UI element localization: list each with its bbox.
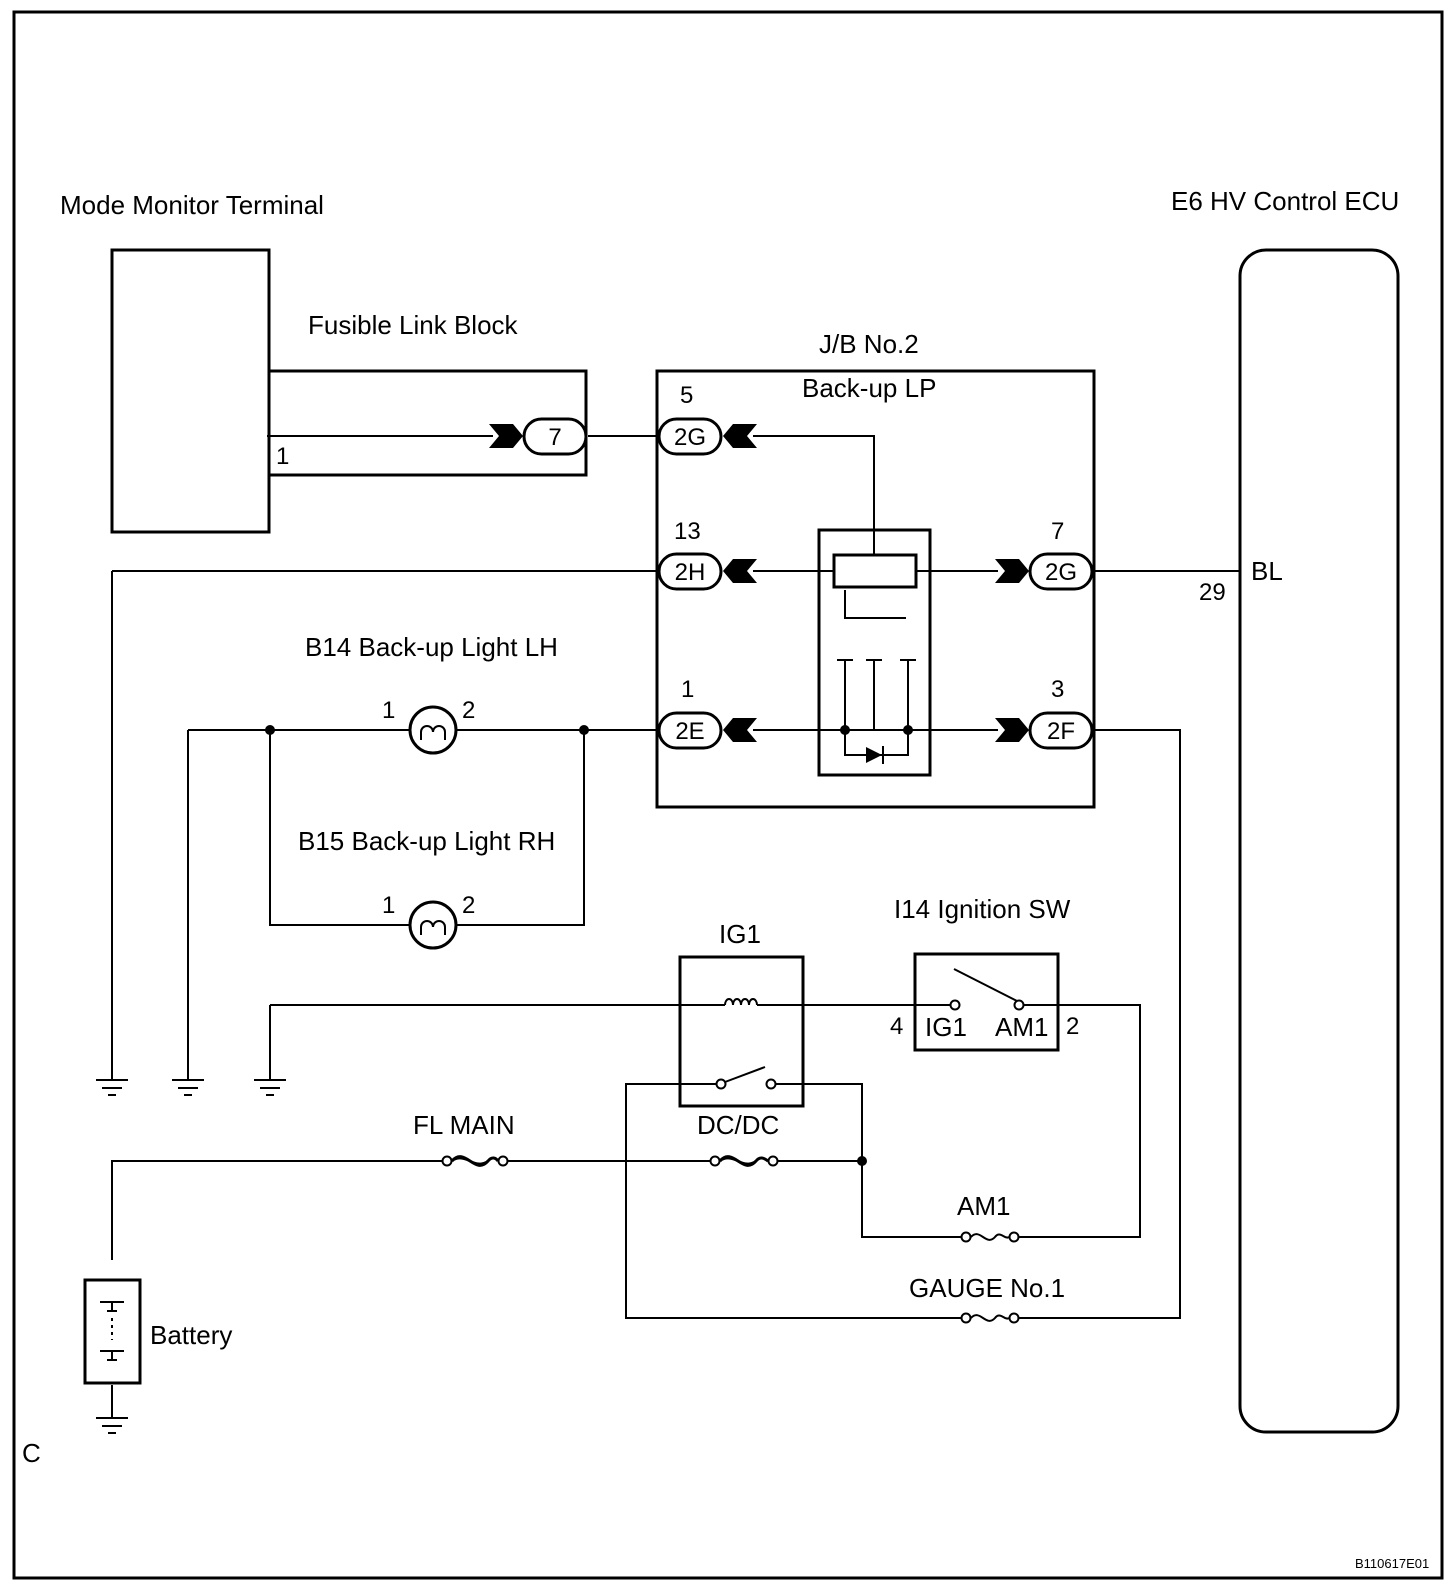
outer-frame xyxy=(12,10,1444,1580)
pin-number: 1 xyxy=(276,443,289,470)
b15-label: B15 Back-up Light RH xyxy=(298,826,555,856)
ignition-switch-box xyxy=(913,952,1060,1052)
battery-label: Battery xyxy=(150,1320,232,1350)
jb-connector-label: 2E xyxy=(675,718,704,745)
pin-number: 7 xyxy=(1051,518,1064,545)
ignition-switch-label: I14 Ignition SW xyxy=(894,894,1071,924)
wires xyxy=(111,435,1240,1418)
am1-fuse-icon xyxy=(960,1231,1020,1243)
figure-id: B110617E01 xyxy=(1355,1556,1429,1571)
ground-icon xyxy=(96,1417,128,1434)
b15-lamp-icon xyxy=(408,900,458,950)
ignition-ig1-terminal: IG1 xyxy=(925,1012,967,1042)
pin-number: 5 xyxy=(680,382,693,409)
relay-coil xyxy=(832,553,918,589)
corner-label: C xyxy=(22,1438,41,1468)
jb2-box xyxy=(655,369,1096,809)
pin-number: 13 xyxy=(674,518,701,545)
ig1-relay-switch xyxy=(715,1066,777,1090)
ground-icon xyxy=(96,1079,128,1096)
fl-connector-label: 7 xyxy=(548,424,561,451)
jb-connector-label: 2G xyxy=(674,424,706,451)
battery-icon xyxy=(100,1301,124,1361)
pin-number: 1 xyxy=(382,892,395,919)
pin-number: 2 xyxy=(1066,1013,1079,1040)
diode-symbol xyxy=(866,746,884,764)
pin-number: 1 xyxy=(382,697,395,724)
battery-box xyxy=(83,1278,142,1385)
dcdc-label: DC/DC xyxy=(697,1110,779,1140)
jb-connector-label: 2F xyxy=(1047,718,1075,745)
jb-connector-2e: 2E xyxy=(657,711,757,750)
mode-monitor-label: Mode Monitor Terminal xyxy=(60,190,324,220)
jb2-label: J/B No.2 xyxy=(819,329,919,359)
relay-box xyxy=(817,528,932,777)
fusible-link-label: Fusible Link Block xyxy=(308,310,519,340)
fusible-link-box xyxy=(267,369,588,477)
hv-ecu-box xyxy=(1238,248,1400,1434)
pin-number: 1 xyxy=(681,676,694,703)
junction-dots xyxy=(265,725,913,1166)
gauge-fuse-icon xyxy=(960,1312,1020,1324)
fl-main-fuse-icon xyxy=(441,1155,509,1167)
pin-number: 4 xyxy=(890,1013,903,1040)
jb-connector-2h: 2H xyxy=(657,552,757,591)
ig1-relay-label: IG1 xyxy=(719,919,761,949)
wire-color-label: BL xyxy=(1251,556,1283,586)
fl-main-label: FL MAIN xyxy=(413,1110,515,1140)
pin-number: 3 xyxy=(1051,676,1064,703)
jb-connector-2g-right: 2G xyxy=(995,552,1094,591)
ground-icon xyxy=(172,1079,204,1096)
jb-connector-label: 2G xyxy=(1045,559,1077,586)
ground-icon xyxy=(254,1079,286,1096)
gauge-fuse-label: GAUGE No.1 xyxy=(909,1273,1065,1303)
ig1-coil-symbol xyxy=(724,998,758,1006)
ignition-switch-contacts xyxy=(949,968,1025,1011)
b14-lamp-icon xyxy=(408,705,458,755)
ig1-relay-box xyxy=(678,955,805,1108)
pin-number: 29 xyxy=(1199,579,1226,606)
pin-number: 2 xyxy=(462,697,475,724)
ignition-am1-terminal: AM1 xyxy=(995,1012,1048,1042)
am1-fuse-label: AM1 xyxy=(957,1191,1010,1221)
backup-lp-label: Back-up LP xyxy=(802,373,936,403)
pin-number: 2 xyxy=(462,892,475,919)
jb-connector-label: 2H xyxy=(675,559,706,586)
mode-monitor-box xyxy=(110,248,271,534)
fl-connector-7: 7 xyxy=(489,417,588,456)
b14-label: B14 Back-up Light LH xyxy=(305,632,558,662)
hv-ecu-label: E6 HV Control ECU xyxy=(1171,186,1399,216)
dcdc-fuse-icon xyxy=(709,1155,779,1167)
jb-connector-2g-top: 2G xyxy=(657,417,757,456)
jb-connector-2f: 2F xyxy=(995,711,1094,750)
